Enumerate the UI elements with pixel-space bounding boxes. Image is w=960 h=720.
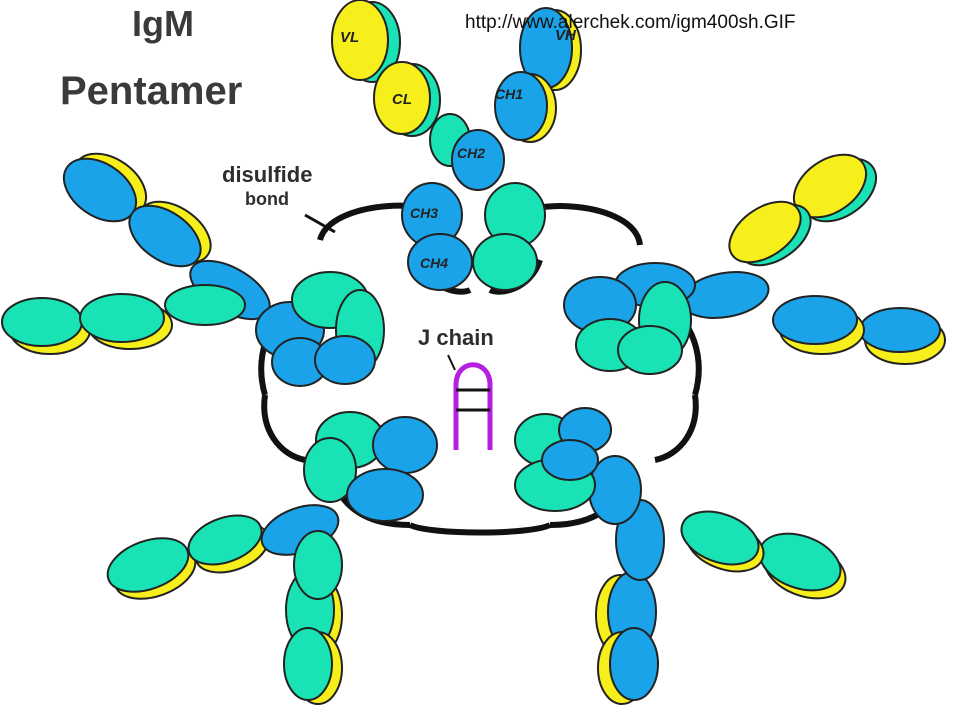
- source-url: http://www.alerchek.com/igm400sh.GIF: [465, 12, 796, 33]
- domain-vl: VL: [340, 29, 359, 46]
- arm-top: [331, 0, 582, 291]
- arm-right-upper: [563, 153, 946, 375]
- domain-vh: VH: [555, 27, 577, 44]
- title-line2: Pentamer: [60, 69, 242, 113]
- label-j-chain: J chain: [418, 325, 494, 350]
- arm-right-lower: [514, 407, 847, 705]
- arm-left-upper: [1, 152, 385, 387]
- domain-cl: CL: [392, 91, 412, 108]
- title-line1: IgM: [132, 3, 194, 44]
- disulfide-pointer: [304, 213, 336, 234]
- label-disulfide: disulfide: [222, 162, 312, 187]
- domain-ch4: CH4: [420, 255, 448, 271]
- arm-left-lower: [106, 411, 438, 705]
- domain-ch2: CH2: [457, 145, 485, 161]
- domain-ch3: CH3: [410, 205, 438, 221]
- label-bond: bond: [245, 189, 289, 209]
- domain-ch1: CH1: [495, 86, 523, 102]
- j-chain: [447, 354, 493, 450]
